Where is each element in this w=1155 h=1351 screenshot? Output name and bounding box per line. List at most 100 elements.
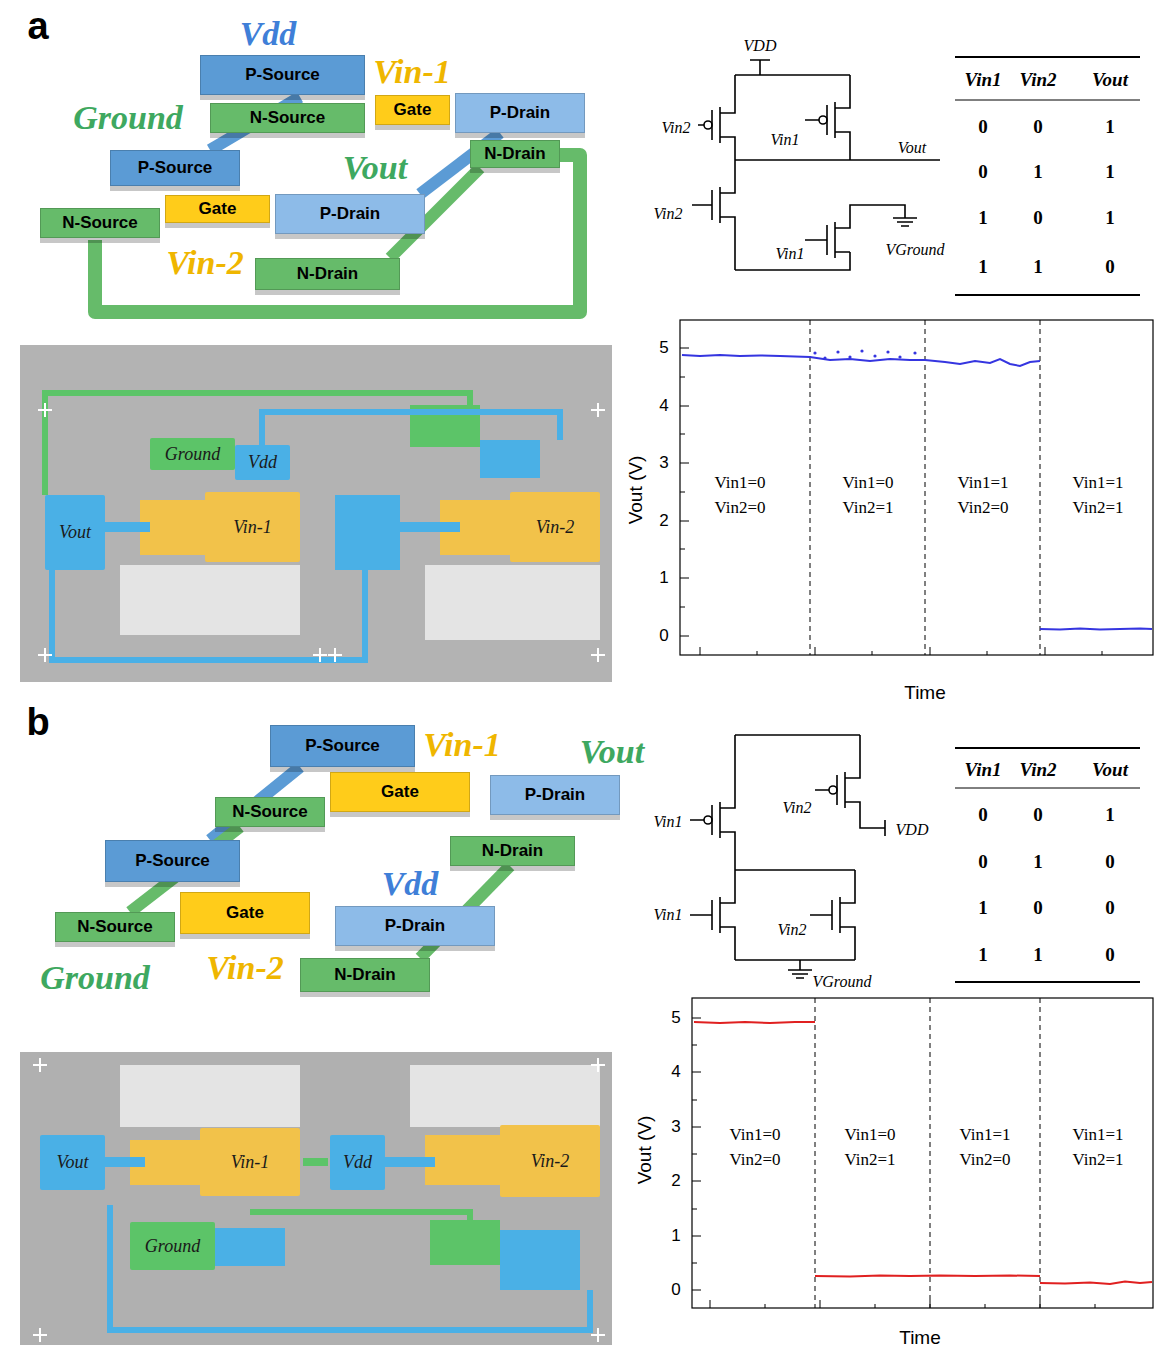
sem-micrograph xyxy=(20,345,612,682)
device-layer: P-Drain xyxy=(335,906,495,946)
device-layer: N-Source xyxy=(210,103,365,133)
state-annotation: Vin1=0 xyxy=(729,1125,780,1145)
device-layer: N-Source xyxy=(55,912,175,942)
electrode-pad: Ground xyxy=(150,438,235,470)
line-chart xyxy=(680,320,1153,655)
signal-name: Vin1 xyxy=(770,131,799,149)
signal-name: Vout xyxy=(898,139,926,157)
tick-label: 3 xyxy=(659,453,668,473)
device-layer: P-Drain xyxy=(455,93,585,133)
node-text: Vout xyxy=(59,522,91,543)
state-annotation: Vin2=0 xyxy=(729,1150,780,1170)
state-annotation: Vin1=0 xyxy=(842,473,893,493)
state-annotation: Vin2=1 xyxy=(842,498,893,518)
circuit-schematic xyxy=(692,60,940,270)
device-layer: N-Source xyxy=(40,208,160,238)
table-cell: 0 xyxy=(978,851,988,873)
table-header: Vin1 xyxy=(965,69,1002,91)
tick-label: 5 xyxy=(671,1008,680,1028)
table-cell: 0 xyxy=(1033,207,1043,229)
terminal-label: Vin-2 xyxy=(166,244,243,282)
table-cell: 1 xyxy=(978,897,988,919)
tick-label: 0 xyxy=(671,1280,680,1300)
terminal-label: Vdd xyxy=(382,865,439,903)
signal-name: Vin1 xyxy=(653,813,682,831)
table-cell: 0 xyxy=(1033,897,1043,919)
terminal-label: Ground xyxy=(73,99,183,137)
node-text: Vin-1 xyxy=(233,517,272,538)
table-cell: 0 xyxy=(1033,804,1043,826)
electrode-pad: Vout xyxy=(40,1135,105,1190)
table-cell: 1 xyxy=(1033,161,1043,183)
table-cell: 1 xyxy=(1105,116,1115,138)
table-cell: 1 xyxy=(1105,161,1115,183)
state-annotation: Vin1=1 xyxy=(957,473,1008,493)
node-text: P-Source xyxy=(138,158,213,178)
node-text: Vdd xyxy=(343,1152,372,1173)
axis-title: Vout (V) xyxy=(625,456,647,525)
state-annotation: Vin1=1 xyxy=(1072,1125,1123,1145)
node-text: N-Drain xyxy=(297,264,358,284)
state-annotation: Vin1=0 xyxy=(844,1125,895,1145)
table-cell: 1 xyxy=(1105,207,1115,229)
device-layer: N-Drain xyxy=(470,140,560,168)
device-layer: N-Drain xyxy=(450,836,575,866)
node-text: P-Source xyxy=(245,65,320,85)
electrode-pad: Vin-1 xyxy=(205,492,300,562)
table-header: Vout xyxy=(1092,759,1128,781)
terminal-label: Vin-1 xyxy=(423,726,500,764)
terminal-label: Vdd xyxy=(240,15,297,53)
state-annotation: Vin2=1 xyxy=(1072,498,1123,518)
axis-title: Time xyxy=(899,1327,941,1349)
table-cell: 0 xyxy=(1033,116,1043,138)
node-text: Vin-2 xyxy=(536,517,575,538)
table-cell: 1 xyxy=(978,207,988,229)
electrode-pad: Vout xyxy=(45,495,105,570)
table-header: Vout xyxy=(1092,69,1128,91)
table-cell: 1 xyxy=(1033,256,1043,278)
state-annotation: Vin1=1 xyxy=(1072,473,1123,493)
node-text: Vout xyxy=(56,1152,88,1173)
state-annotation: Vin1=0 xyxy=(714,473,765,493)
node-text: Vin-1 xyxy=(231,1152,270,1173)
table-cell: 0 xyxy=(1105,897,1115,919)
table-cell: 0 xyxy=(978,116,988,138)
signal-name: VGround xyxy=(886,241,945,259)
node-text: P-Drain xyxy=(525,785,585,805)
axis-title: Time xyxy=(904,682,946,704)
terminal-label: Vin-2 xyxy=(206,949,283,987)
node-text: Gate xyxy=(226,903,264,923)
node-text: Vin-2 xyxy=(531,1151,570,1172)
electrode-pad: Vdd xyxy=(330,1135,385,1190)
circuit-schematic xyxy=(690,735,885,978)
node-text: N-Source xyxy=(77,917,153,937)
table-cell: 1 xyxy=(1105,804,1115,826)
state-annotation: Vin1=1 xyxy=(959,1125,1010,1145)
truth-table-rules xyxy=(955,57,1140,982)
node-text: Ground xyxy=(145,1236,200,1257)
table-cell: 0 xyxy=(978,161,988,183)
node-text: N-Source xyxy=(250,108,326,128)
signal-name: Vin2 xyxy=(782,799,811,817)
signal-name: Vin1 xyxy=(775,245,804,263)
tick-label: 0 xyxy=(659,626,668,646)
device-layer: P-Source xyxy=(110,150,240,186)
state-annotation: Vin2=0 xyxy=(714,498,765,518)
terminal-label: Vout xyxy=(580,733,644,771)
table-cell: 1 xyxy=(1033,944,1043,966)
device-layer: P-Source xyxy=(270,725,415,767)
device-layer: N-Drain xyxy=(300,958,430,992)
tick-label: 5 xyxy=(659,338,668,358)
state-annotation: Vin2=0 xyxy=(959,1150,1010,1170)
signal-name: Vin1 xyxy=(653,906,682,924)
device-layer: Gate xyxy=(165,195,270,223)
signal-name: Vin2 xyxy=(653,205,682,223)
node-text: Gate xyxy=(381,782,419,802)
table-cell: 0 xyxy=(1105,256,1115,278)
signal-name: Vin2 xyxy=(777,921,806,939)
state-annotation: Vin2=0 xyxy=(957,498,1008,518)
device-layer: Gate xyxy=(180,892,310,934)
node-text: P-Source xyxy=(305,736,380,756)
signal-name: VGround xyxy=(813,973,872,991)
